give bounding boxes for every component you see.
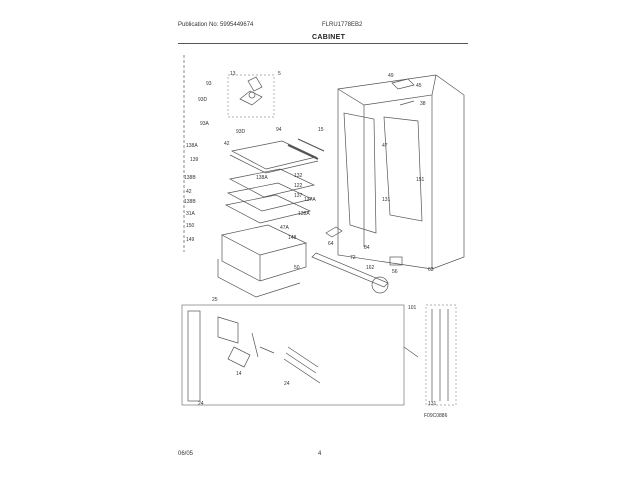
callout-93A: 93A (200, 121, 210, 127)
callout-38: 38 (420, 101, 426, 107)
callout-122: 122 (294, 183, 303, 189)
callout-25: 25 (212, 297, 218, 303)
callout-49: 49 (388, 73, 394, 79)
callout-labels: 13 5 93 93D 93A 94 15 49 45 38 47 138A 4… (184, 71, 448, 419)
fan-assembly (227, 74, 275, 118)
callout-148: 148 (288, 235, 297, 241)
callout-137A: 137A (304, 197, 316, 203)
callout-64: 64 (328, 241, 334, 247)
callout-138B-2: 138B (184, 199, 196, 205)
callout-137: 137 (294, 193, 303, 199)
callout-101: 101 (408, 305, 417, 311)
callout-93D: 93D (198, 97, 208, 103)
model-number: FLRU1778EB2 (322, 22, 363, 28)
callout-15: 15 (318, 127, 324, 133)
callout-56: 56 (392, 269, 398, 275)
callout-84: 84 (364, 245, 370, 251)
cabinet-parts-diagram: 13 5 93 93D 93A 94 15 49 45 38 47 138A 4… (181, 55, 465, 419)
callout-45: 45 (416, 83, 422, 89)
callout-24-2: 24 (284, 381, 290, 387)
callout-47: 47 (382, 143, 388, 149)
callout-93D-2: 93D (236, 129, 246, 135)
callout-50: 50 (294, 265, 300, 271)
callout-149: 149 (186, 237, 195, 243)
header-divider (178, 43, 468, 44)
callout-31A: 31A (186, 211, 196, 217)
callout-63: 63 (428, 267, 434, 273)
footer-date: 06/05 (178, 451, 194, 457)
cabinet-body (337, 74, 465, 270)
callout-131-2: 131 (428, 401, 437, 407)
callout-72: 72 (350, 255, 356, 261)
callout-47A: 47A (280, 225, 290, 231)
callout-13: 13 (230, 71, 236, 77)
callout-132: 132 (294, 173, 303, 179)
callout-94: 94 (276, 127, 282, 133)
publication-number: Publication No: 5995449674 (178, 22, 254, 28)
callout-42: 42 (224, 141, 230, 147)
callout-93: 93 (206, 81, 212, 87)
callout-162: 162 (366, 265, 375, 271)
callout-138A: 138A (186, 143, 198, 149)
callout-138A-2: 138A (256, 175, 268, 181)
crisper-drawer (217, 224, 308, 298)
page-number: 4 (318, 451, 322, 457)
callout-151: 151 (416, 177, 425, 183)
callout-14: 14 (236, 371, 242, 377)
callout-5: 5 (278, 71, 281, 77)
callout-139: 139 (190, 157, 199, 163)
figure-id: F09C0886 (424, 413, 448, 419)
callout-131: 131 (382, 197, 391, 203)
callout-150: 150 (186, 223, 195, 229)
callout-138A-3: 138A (298, 211, 310, 217)
callout-138B: 138B (184, 175, 196, 181)
callout-24: 24 (198, 401, 204, 407)
callout-42-2: 42 (186, 189, 192, 195)
section-title: CABINET (312, 34, 346, 41)
